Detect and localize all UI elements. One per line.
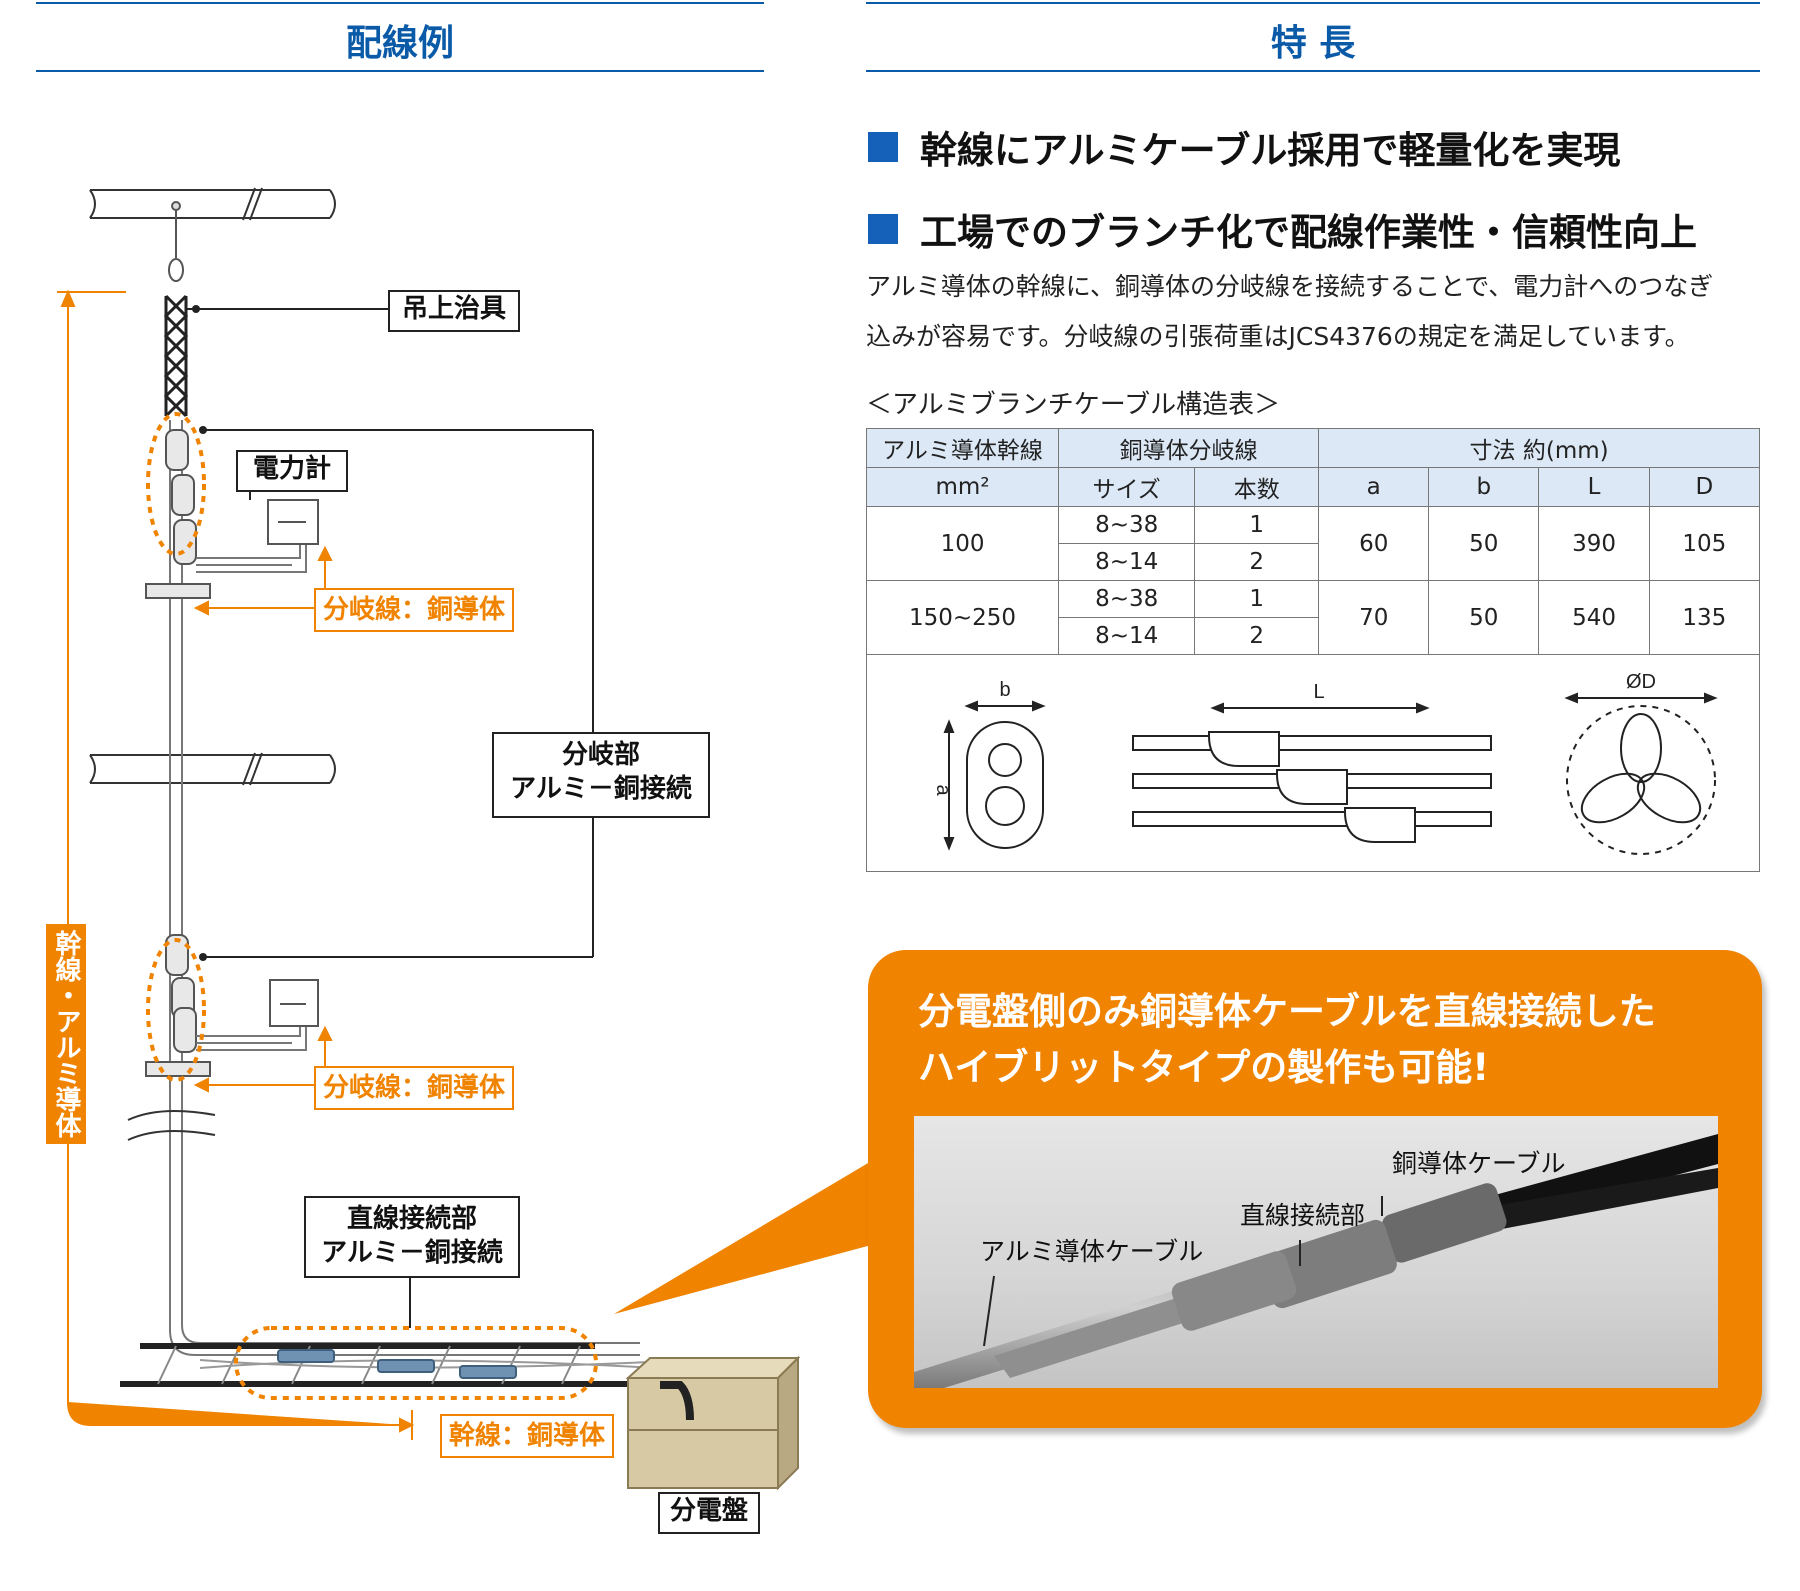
- table-caption: ＜アルミブランチケーブル構造表＞: [866, 390, 1281, 420]
- bullet-square-icon: [868, 132, 898, 162]
- callout-line1: 分電盤側のみ銅導体ケーブルを直線接続した: [918, 990, 1656, 1033]
- hanger-label: 吊上治具: [388, 290, 520, 332]
- trunk-alu-vertical-label: 幹線・アルミ導体: [46, 924, 86, 1144]
- th-alu-trunk: アルミ導体幹線: [865, 428, 1060, 468]
- wiring-diagram: [57, 187, 800, 1491]
- callout-line2: ハイブリットタイプの製作も可能!: [918, 1046, 1490, 1089]
- photo-label-alu-cable: アルミ導体ケーブル: [980, 1237, 1204, 1266]
- feature-2-text: 工場でのブランチ化で配線作業性・信頼性向上: [920, 211, 1697, 254]
- cell-L: 540: [1538, 580, 1650, 655]
- tray-rungs: [157, 1345, 581, 1385]
- table-row: 8~14 2: [867, 543, 1760, 581]
- cell-D: 105: [1648, 506, 1761, 581]
- upper-branch-joint: [145, 429, 211, 599]
- cell-size: 8~14: [1058, 617, 1196, 655]
- callout-pointer: [614, 1150, 890, 1314]
- th-mm2: mm²: [865, 467, 1060, 507]
- cell-b: 50: [1428, 580, 1540, 655]
- callout-text: 分電盤側のみ銅導体ケーブルを直線接続した ハイブリットタイプの製作も可能!: [918, 984, 1656, 1096]
- dim-D-label: ØD: [1626, 671, 1656, 693]
- dim-L-label: L: [1313, 681, 1324, 703]
- th-a: a: [1318, 467, 1430, 507]
- branch-part-line1: 分岐部: [561, 740, 640, 770]
- cell-trunk: 100: [865, 506, 1060, 581]
- cell-a: 60: [1318, 506, 1430, 581]
- branch-copper-label-1: 分岐線：銅導体: [314, 588, 514, 632]
- straight-part-label: 直線接続部 アルミ－銅接続: [304, 1196, 520, 1278]
- hybrid-cable-photo: 銅導体ケーブル 直線接続部 アルミ導体ケーブル: [914, 1116, 1718, 1388]
- photo-label-copper-cable: 銅導体ケーブル: [1392, 1149, 1566, 1178]
- hanger-rod: [168, 201, 184, 282]
- cell-a: 70: [1318, 580, 1430, 655]
- th-b: b: [1428, 467, 1540, 507]
- table-diagram-row: b a L: [866, 654, 1760, 872]
- straight-part-line2: アルミ－銅接続: [321, 1238, 503, 1268]
- th-copper-branch: 銅導体分岐線: [1058, 428, 1320, 468]
- lower-branch-joint: [145, 934, 211, 1077]
- th-size: サイズ: [1058, 467, 1196, 507]
- cell-D: 135: [1648, 580, 1761, 655]
- cell-count: 2: [1194, 617, 1320, 655]
- dim-a-label: a: [932, 784, 954, 796]
- hybrid-callout: 分電盤側のみ銅導体ケーブルを直線接続した ハイブリットタイプの製作も可能! 銅導…: [868, 950, 1762, 1428]
- cell-size: 8~14: [1058, 543, 1196, 581]
- th-L: L: [1538, 467, 1650, 507]
- feature-1-text: 幹線にアルミケーブル採用で軽量化を実現: [920, 129, 1621, 172]
- photo-label-straight-joint: 直線接続部: [1240, 1201, 1366, 1230]
- cell-count: 1: [1194, 580, 1320, 618]
- lower-meter: [269, 979, 319, 1027]
- cell-trunk: 150~250: [865, 580, 1060, 655]
- feature-1: 幹線にアルミケーブル採用で軽量化を実現: [868, 120, 1620, 174]
- upper-meter: [267, 499, 319, 545]
- dim-b-label: b: [999, 679, 1010, 701]
- th-count: 本数: [1194, 467, 1320, 507]
- distribution-panel-shape: [625, 1355, 800, 1491]
- cell-count: 1: [1194, 506, 1320, 544]
- meter-label: 電力計: [236, 450, 348, 492]
- ceiling-beam-top: [89, 187, 336, 221]
- trunk-dimension: [57, 289, 415, 1440]
- triplex-cross-section: [1564, 692, 1718, 855]
- cell-count: 2: [1194, 543, 1320, 581]
- th-D: D: [1648, 467, 1761, 507]
- straight-joints: [277, 1349, 517, 1379]
- branch-dimension-2: [193, 1025, 333, 1093]
- tray-cables: [199, 1358, 701, 1396]
- branch-side-view: [1132, 702, 1492, 843]
- table-row: 100 8~38 1 60 50 390 105: [865, 506, 1761, 581]
- table-row: 150~250 8~38 1 70 50 540 135: [865, 580, 1761, 655]
- spec-table: アルミ導体幹線 銅導体分岐線 寸法 約(mm) mm² サイズ 本数 a b L…: [865, 428, 1761, 872]
- ceiling-beam-mid: [89, 752, 336, 786]
- branch-part-line2: アルミ－銅接続: [510, 774, 692, 804]
- break-marks: [127, 1110, 216, 1141]
- bullet-square-icon: [868, 214, 898, 244]
- description: アルミ導体の幹線に、銅導体の分岐線を接続することで、電力計へのつなぎ 込みが容易…: [866, 262, 1766, 362]
- table-row: 8~14 2: [867, 617, 1760, 655]
- cell-size: 8~38: [1058, 506, 1196, 544]
- trunk-copper-label: 幹線：銅導体: [440, 1414, 614, 1458]
- description-line2: 込みが容易です。分岐線の引張荷重はJCS4376の規定を満足しています。: [866, 322, 1690, 351]
- cable-cross-section-diagrams: b a L: [866, 654, 1760, 872]
- feature-2: 工場でのブランチ化で配線作業性・信頼性向上: [868, 202, 1697, 256]
- right-section-title: 特 長: [1270, 23, 1356, 64]
- cross-section-ab: [943, 700, 1046, 851]
- straight-part-line1: 直線接続部: [346, 1204, 477, 1234]
- branch-copper-label-2: 分岐線：銅導体: [314, 1066, 514, 1110]
- left-section-title: 配線例: [345, 23, 454, 64]
- panel-label: 分電盤: [658, 1492, 760, 1534]
- cell-b: 50: [1428, 506, 1540, 581]
- th-dimensions: 寸法 約(mm): [1318, 428, 1760, 468]
- cell-size: 8~38: [1058, 580, 1196, 618]
- cell-L: 390: [1538, 506, 1650, 581]
- wire-grip: [163, 294, 189, 418]
- description-line1: アルミ導体の幹線に、銅導体の分岐線を接続することで、電力計へのつなぎ: [866, 272, 1714, 301]
- branch-part-label: 分岐部 アルミ－銅接続: [492, 732, 710, 818]
